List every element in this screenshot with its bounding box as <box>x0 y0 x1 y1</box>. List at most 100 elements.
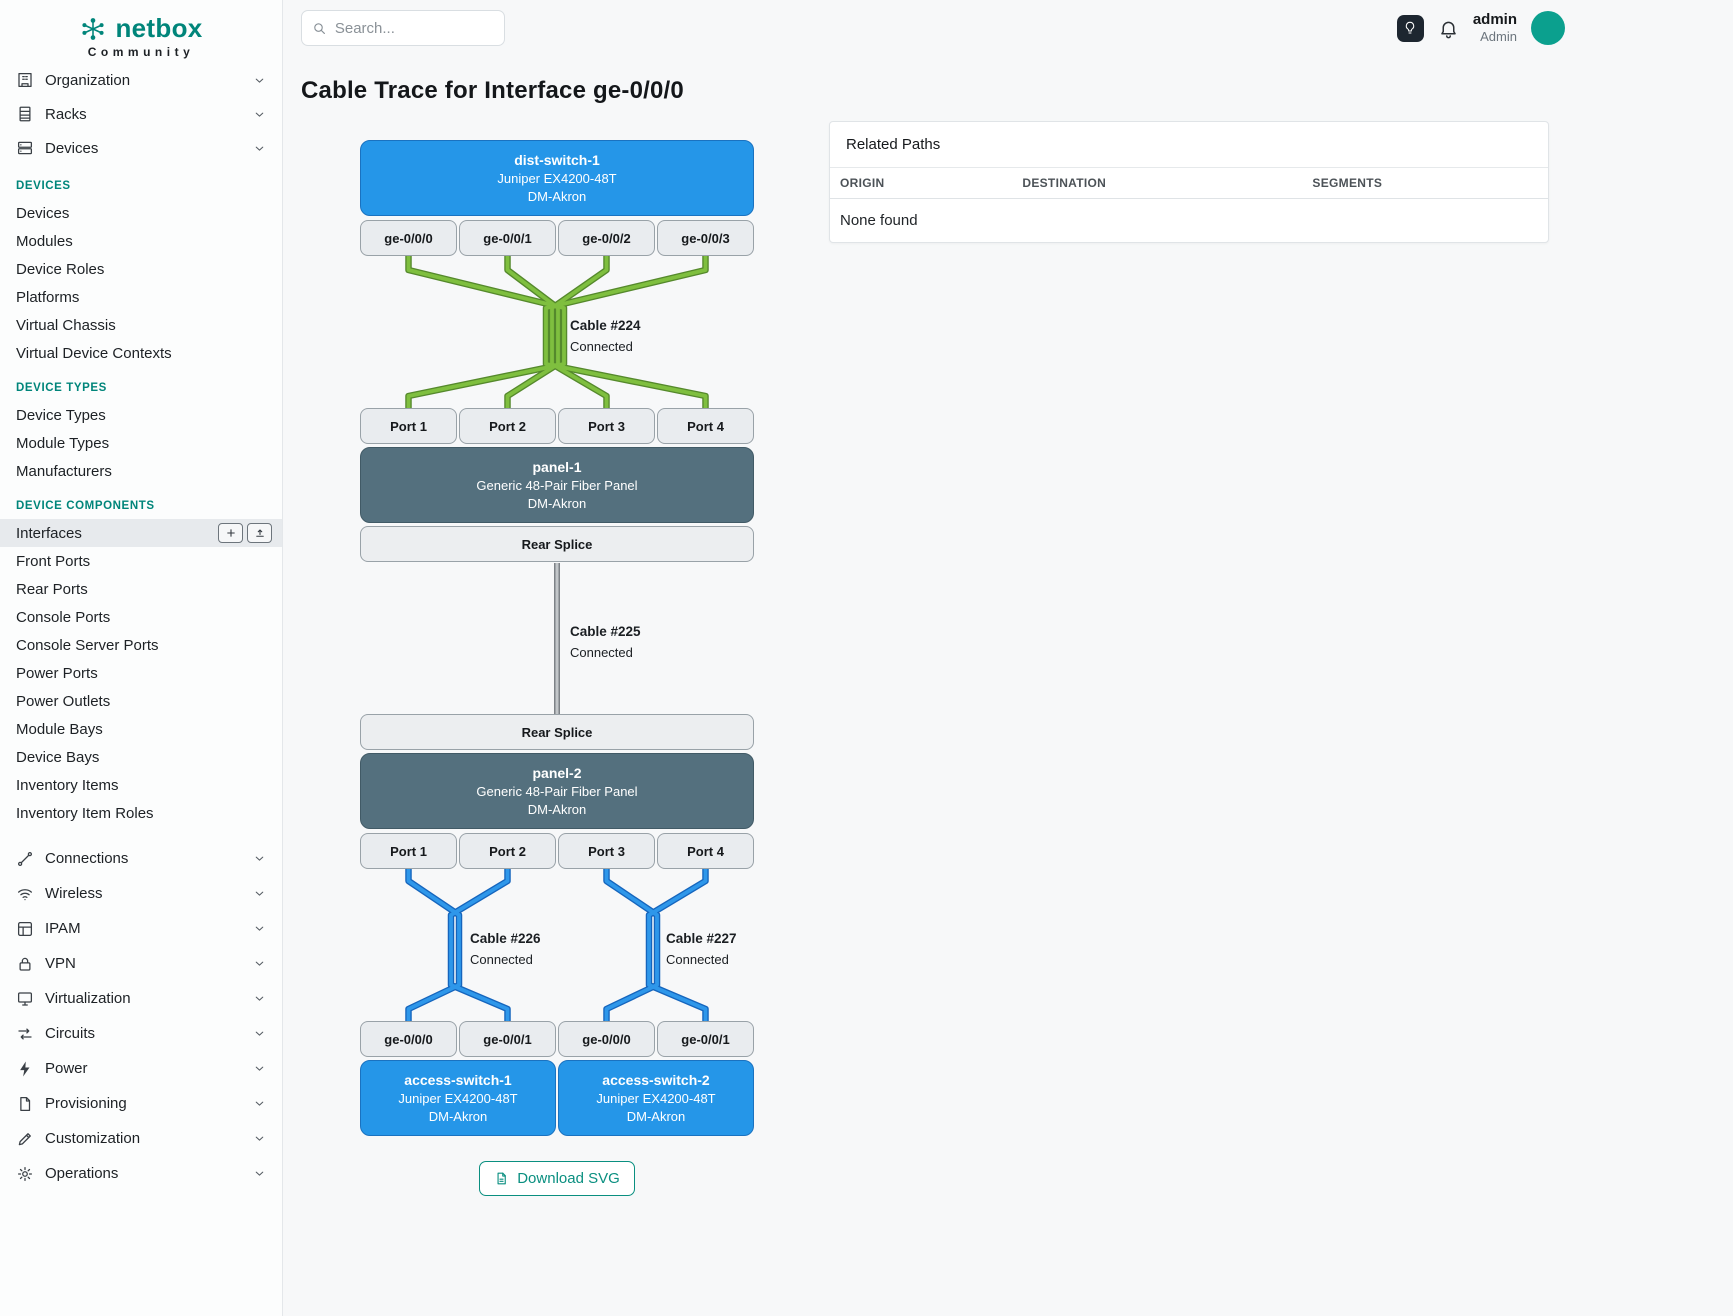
import-interfaces-button[interactable] <box>247 523 272 543</box>
sidebar-item-power-outlets[interactable]: Power Outlets <box>0 687 282 715</box>
netbox-logo-icon <box>79 15 107 43</box>
sidebar-item-modules[interactable]: Modules <box>0 227 282 255</box>
chevron-down-icon <box>253 887 266 900</box>
sidebar-groups: Connections Wireless IPAM VPN Virtualiza <box>0 841 282 1191</box>
sidebar-item-provisioning[interactable]: Provisioning <box>0 1086 282 1121</box>
cable-label-225[interactable]: Cable #225 Connected <box>570 622 641 663</box>
sidebar-item-console-server-ports[interactable]: Console Server Ports <box>0 631 282 659</box>
add-interface-button[interactable] <box>218 523 243 543</box>
sidebar-item-front-ports[interactable]: Front Ports <box>0 547 282 575</box>
interface-port[interactable]: ge-0/0/0 <box>360 220 457 256</box>
sidebar-item-wireless[interactable]: Wireless <box>0 876 282 911</box>
section-title: DEVICE COMPONENTS <box>16 500 155 512</box>
avatar[interactable] <box>1531 11 1565 45</box>
sidebar-item-console-ports[interactable]: Console Ports <box>0 603 282 631</box>
sidebar-item-power-ports[interactable]: Power Ports <box>0 659 282 687</box>
interface-port[interactable]: ge-0/0/0 <box>558 1021 655 1057</box>
cable-label-226[interactable]: Cable #226 Connected <box>470 929 541 970</box>
sidebar-item-virtual-chassis[interactable]: Virtual Chassis <box>0 311 282 339</box>
front-port[interactable]: Port 3 <box>558 408 655 444</box>
sidebar-item-connections[interactable]: Connections <box>0 841 282 876</box>
sidebar-item-inventory-item-roles[interactable]: Inventory Item Roles <box>0 799 282 827</box>
chevron-down-icon <box>253 1132 266 1145</box>
lightbulb-icon <box>1406 21 1415 34</box>
sidebar-item-device-bays[interactable]: Device Bays <box>0 743 282 771</box>
sidebar-item-customization[interactable]: Customization <box>0 1121 282 1156</box>
sidebar-item-device-roles[interactable]: Device Roles <box>0 255 282 283</box>
sidebar-item-ipam[interactable]: IPAM <box>0 911 282 946</box>
sidebar-item-module-bays[interactable]: Module Bays <box>0 715 282 743</box>
front-port[interactable]: Port 2 <box>459 408 556 444</box>
front-port[interactable]: Port 4 <box>657 408 754 444</box>
sidebar-item-manufacturers[interactable]: Manufacturers <box>0 457 282 485</box>
sidebar-item-label: Front Ports <box>16 552 91 570</box>
sidebar-item-label: Power Outlets <box>16 692 111 710</box>
cable-status: Connected <box>570 338 633 354</box>
user-name: admin <box>1472 10 1517 28</box>
search-input[interactable] <box>334 19 494 37</box>
user-menu[interactable]: admin Admin <box>1473 11 1517 46</box>
sidebar-item-racks[interactable]: Racks <box>0 97 282 131</box>
cable-label-224[interactable]: Cable #224 Connected <box>570 316 641 357</box>
sidebar-item-label: Inventory Items <box>16 776 119 794</box>
sidebar-item-label: Rear Ports <box>16 580 88 598</box>
interface-port[interactable]: ge-0/0/3 <box>657 220 754 256</box>
interface-port[interactable]: ge-0/0/1 <box>657 1021 754 1057</box>
sidebar-item-label: Power <box>45 1060 88 1077</box>
theme-toggle-button[interactable] <box>1396 14 1424 42</box>
device-node-panel-1[interactable]: panel-1 Generic 48-Pair Fiber Panel DM-A… <box>360 447 754 523</box>
sidebar-item-module-types[interactable]: Module Types <box>0 429 282 457</box>
interface-port[interactable]: ge-0/0/1 <box>459 220 556 256</box>
sidebar-item-label: IPAM <box>45 920 81 937</box>
device-node-access-switch-2[interactable]: access-switch-2 Juniper EX4200-48T DM-Ak… <box>558 1060 754 1136</box>
sidebar-item-virtualization[interactable]: Virtualization <box>0 981 282 1016</box>
sidebar-item-operations[interactable]: Operations <box>0 1156 282 1191</box>
sidebar-item-virtual-device-contexts[interactable]: Virtual Device Contexts <box>0 339 282 367</box>
sidebar-item-power[interactable]: Power <box>0 1051 282 1086</box>
front-port[interactable]: Port 4 <box>657 833 754 869</box>
sidebar-item-rear-ports[interactable]: Rear Ports <box>0 575 282 603</box>
device-node-panel-2[interactable]: panel-2 Generic 48-Pair Fiber Panel DM-A… <box>360 753 754 829</box>
sidebar-item-devices[interactable]: Devices <box>0 199 282 227</box>
cable-label-227[interactable]: Cable #227 Connected <box>666 929 737 970</box>
device-node-dist-switch-1[interactable]: dist-switch-1 Juniper EX4200-48T DM-Akro… <box>360 140 754 216</box>
sidebar-item-interfaces[interactable]: Interfaces <box>0 519 282 547</box>
sidebar-item-device-types[interactable]: Device Types <box>0 401 282 429</box>
sidebar-item-label: Device Types <box>16 406 106 424</box>
brand[interactable]: netbox Community <box>0 0 282 63</box>
interface-port[interactable]: ge-0/0/2 <box>558 220 655 256</box>
sidebar-item-label: Modules <box>16 232 73 250</box>
sidebar-item-devices-group[interactable]: Devices <box>0 131 282 165</box>
bell-icon <box>1441 21 1456 38</box>
interface-port[interactable]: ge-0/0/1 <box>459 1021 556 1057</box>
front-port[interactable]: Port 1 <box>360 833 457 869</box>
sidebar-item-inventory-items[interactable]: Inventory Items <box>0 771 282 799</box>
device-model: Generic 48-Pair Fiber Panel <box>476 784 638 799</box>
chevron-down-icon <box>253 1062 266 1075</box>
front-port[interactable]: Port 3 <box>558 833 655 869</box>
download-svg-button[interactable]: Download SVG <box>479 1161 635 1196</box>
related-paths-table: ORIGIN DESTINATION SEGMENTS None found <box>830 168 1548 242</box>
interface-port[interactable]: ge-0/0/0 <box>360 1021 457 1057</box>
sidebar-item-label: Virtual Chassis <box>16 316 116 334</box>
sidebar-item-label: Console Server Ports <box>16 636 159 654</box>
user-role: Admin <box>1480 29 1517 45</box>
notifications-button[interactable] <box>1438 18 1459 39</box>
sidebar-item-vpn[interactable]: VPN <box>0 946 282 981</box>
device-name: panel-1 <box>532 459 582 475</box>
front-port[interactable]: Port 2 <box>459 833 556 869</box>
front-port[interactable]: Port 1 <box>360 408 457 444</box>
rear-splice-panel-1[interactable]: Rear Splice <box>360 526 754 562</box>
section-title: DEVICE TYPES <box>16 382 107 394</box>
download-svg-label: Download SVG <box>517 1170 620 1187</box>
sidebar-item-platforms[interactable]: Platforms <box>0 283 282 311</box>
cable-trace-diagram: dist-switch-1 Juniper EX4200-48T DM-Akro… <box>360 140 754 1136</box>
chevron-down-icon <box>253 108 266 121</box>
chevron-down-icon <box>253 852 266 865</box>
sidebar-item-label: Operations <box>45 1165 119 1182</box>
sidebar-item-circuits[interactable]: Circuits <box>0 1016 282 1051</box>
sidebar-item-organization[interactable]: Organization <box>0 63 282 97</box>
device-node-access-switch-1[interactable]: access-switch-1 Juniper EX4200-48T DM-Ak… <box>360 1060 556 1136</box>
rear-splice-panel-2[interactable]: Rear Splice <box>360 714 754 750</box>
sidebar-item-label: Module Bays <box>16 720 103 738</box>
